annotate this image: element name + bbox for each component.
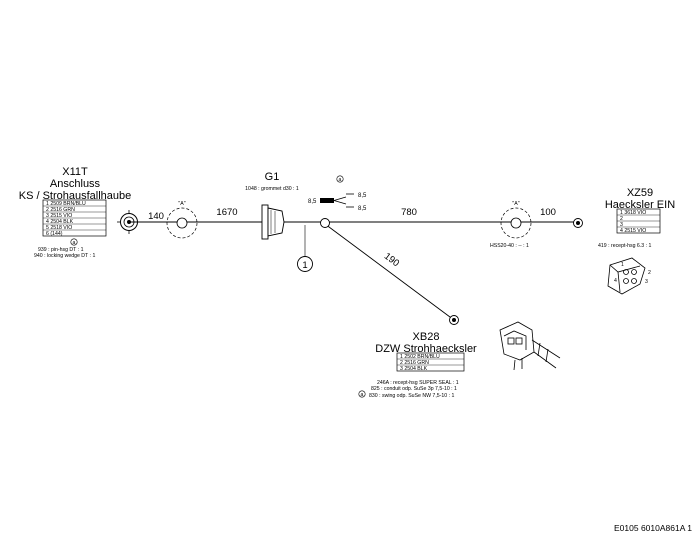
x11t-note-marker-circle — [70, 238, 78, 246]
x11t-pin-row: 2 2516 GRN — [46, 207, 75, 213]
x11t-name-line2: KS / Strohausfallhaube — [19, 190, 132, 202]
drawing-reference: E0105 6010A861A 1 — [614, 523, 692, 533]
xz59-connector-symbol — [573, 218, 583, 228]
xb28-connector-symbol — [449, 315, 459, 325]
xz59-id: XZ59 — [627, 187, 653, 199]
xb28-note-marker: a — [361, 392, 364, 398]
xz59-housing-pin-label: 2 — [648, 270, 651, 276]
cable-end-symbol — [320, 193, 354, 208]
x11t-pin-table: 1 2509 BRN/BLU 2 2516 GRN 3 2515 VIO 4 2… — [42, 199, 107, 237]
branch-line-xb28 — [324, 223, 455, 321]
x11t-pin-row: 1 2509 BRN/BLU — [46, 201, 86, 207]
xz59-name: Haecksler EIN — [605, 199, 675, 211]
x11t-name-line1: Anschluss — [50, 178, 101, 190]
xb28-part-line: 246A : recept-hsg SUPER SEAL : 1 — [377, 380, 459, 386]
segment-length-780: 780 — [401, 207, 417, 218]
x11t-part-line: 939 : pin-hsg DT : 1 — [38, 247, 84, 253]
xz59-housing-pin-label: 1 — [621, 262, 624, 268]
detail-a-left-label: "A" — [178, 201, 185, 207]
x11t-pin-row: 5 2518 VIO — [46, 225, 72, 231]
x11t-pin-row: 3 2515 VIO — [46, 213, 72, 219]
segment-length-1670: 1670 — [216, 207, 237, 218]
xb28-name: DZW Strohhaecksler — [375, 343, 477, 355]
x11t-connector-symbol — [117, 210, 138, 234]
segment-length-190: 190 — [382, 251, 401, 269]
xz59-housing-pin-label: 3 — [645, 279, 648, 285]
xz59-pin-row: 4 2515 VIO — [620, 228, 646, 234]
hss-part: HSS20-40 : -- : 1 — [490, 243, 529, 249]
xb28-part-line: 825 : conduit odp. SuSe 3p 7,5-10 : 1 — [371, 386, 457, 392]
g1-id: G1 — [265, 171, 280, 183]
junction-node — [320, 218, 330, 228]
detail-a-left — [166, 207, 198, 239]
xz59-part: 419 : recept-hsg 6.3 : 1 — [598, 243, 651, 249]
terminal-size-left: 8,5 — [308, 199, 317, 205]
x11t-pin-row: 4 2504 BLK — [46, 219, 74, 225]
xb28-pin-row: 1 2502 BRN/BLU — [400, 354, 440, 360]
x11t-pin-row: 6 (144) — [46, 231, 63, 237]
xb28-pin-row: 2 2516 GRN — [400, 360, 429, 366]
g1-grommet-symbol — [261, 204, 285, 240]
terminal-size-right: 8,5 — [358, 206, 367, 212]
x11t-note-marker: a — [73, 240, 76, 246]
segment-length-100: 100 — [540, 207, 556, 218]
callout-bubble — [297, 256, 313, 272]
xz59-pin-row: 3 — [620, 222, 623, 228]
xb28-note-marker-circle — [358, 390, 366, 398]
xz59-housing-pin-label: 4 — [614, 278, 617, 284]
xz59-pin-row: 2 — [620, 216, 623, 222]
xb28-id: XB28 — [413, 331, 440, 343]
terminal-size-top: 8,5 — [358, 193, 367, 199]
detail-a-right-label: "A" — [512, 201, 519, 207]
terminal-note-marker: a — [339, 177, 342, 183]
x11t-id: X11T — [62, 166, 88, 178]
x11t-part-line: 940 : locking wedge DT : 1 — [34, 253, 95, 259]
xb28-housing-illustration — [499, 321, 561, 371]
detail-a-right — [500, 207, 532, 239]
xb28-pin-row: 3 2504 BLK — [400, 366, 428, 372]
xz59-pin-table: 1 3618 VIO 2 3 4 2515 VIO — [616, 208, 661, 234]
xz59-housing-illustration — [607, 257, 646, 295]
terminal-note-marker-circle — [336, 175, 344, 183]
xb28-pin-table: 1 2502 BRN/BLU 2 2516 GRN 3 2504 BLK — [396, 352, 465, 372]
callout-number: 1 — [302, 260, 307, 271]
segment-length-140: 140 — [148, 211, 164, 222]
xz59-pin-row: 1 3618 VIO — [620, 210, 646, 216]
g1-part: 1048 : grommet d30 : 1 — [245, 186, 299, 192]
xb28-part-line: 830 : swing odp. SuSe NW 7,5-10 : 1 — [369, 393, 454, 399]
